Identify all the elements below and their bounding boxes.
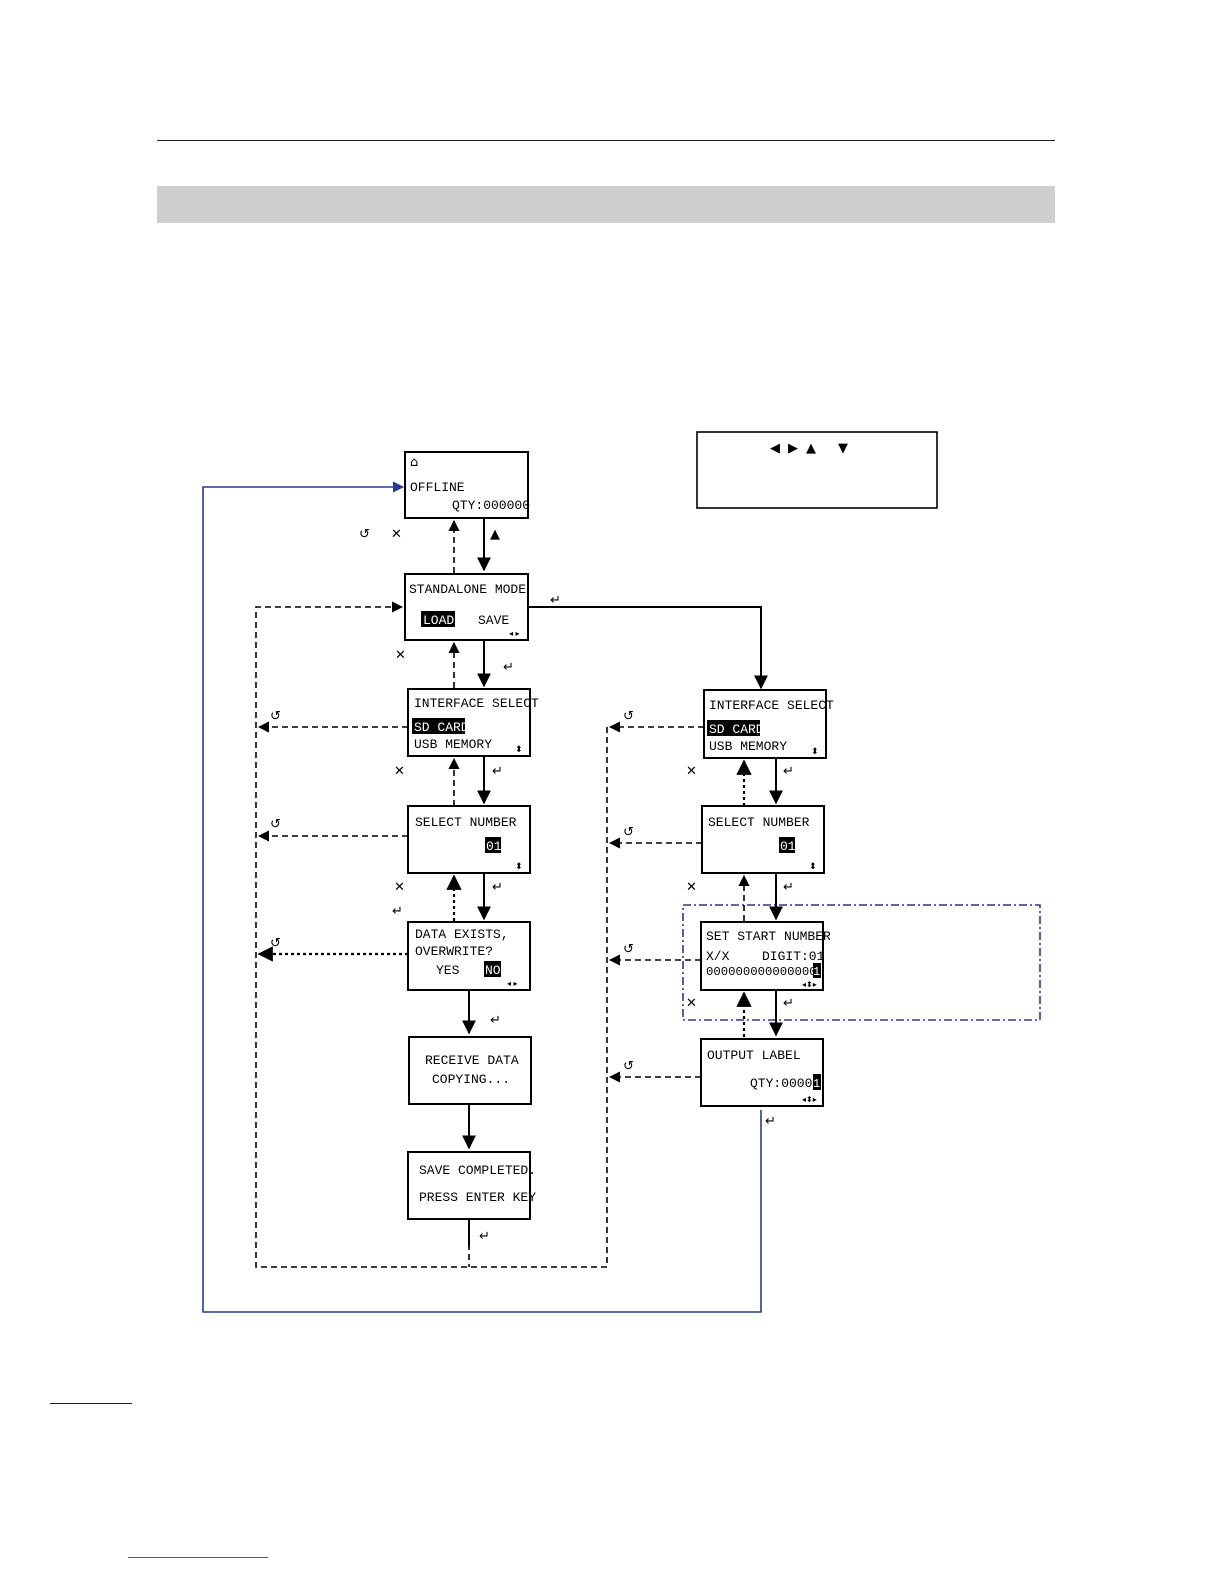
highlight-set-start-number [682,904,1041,1021]
back-key-icon: ↺ [270,936,281,951]
screen-output-label: OUTPUT LABEL QTY:00000 1 ◂⬍▸ [700,1038,824,1107]
screen-select-number-right: SELECT NUMBER 01 ⬍ [701,805,825,874]
down-key-icon: ▼ [838,441,848,456]
standalone-save: SAVE [478,613,509,628]
enter-key-icon: ↵ [479,1229,490,1244]
back-key-icon: ↺ [270,709,281,724]
screen-interface-select-left: INTERFACE SELECT SD CARD USB MEMORY ⬍ [407,688,539,757]
left-updown-right-indicator-icon: ◂⬍▸ [802,980,817,989]
header-rule [157,140,1055,141]
set-start-cursor: 1 [813,965,820,979]
interface-other: USB MEMORY [709,739,787,754]
interface-selected: SD CARD [414,720,469,735]
set-start-digit: DIGIT:01 [762,949,825,964]
screen-data-exists: DATA EXISTS, OVERWRITE? YES NO ◂ ▸ [407,921,531,991]
back-key-icon: ↺ [623,942,634,957]
output-label-qty: QTY:00000 [750,1076,820,1091]
up-down-indicator-icon: ⬍ [515,862,523,872]
select-number-value: 01 [486,839,502,854]
printer-status-icon: ⌂ [410,455,418,470]
interface-title: INTERFACE SELECT [709,698,834,713]
back-to-standalone-loop [255,601,607,1268]
enter-key-icon: ↵ [765,1114,776,1129]
screen-save-completed: SAVE COMPLETED. PRESS ENTER KEY [407,1151,536,1220]
enter-key-icon: ↵ [783,880,794,895]
output-label-title: OUTPUT LABEL [707,1048,801,1063]
save-completed-line2: PRESS ENTER KEY [419,1190,536,1205]
select-number-title: SELECT NUMBER [708,815,810,830]
cancel-key-icon: ✕ [391,527,402,542]
data-exists-line1: DATA EXISTS, [415,927,509,942]
up-key-icon: ▲ [490,527,500,542]
up-down-indicator-icon: ⬍ [809,862,817,872]
enter-key-icon: ↵ [550,593,561,608]
screen-standalone-mode: STANDALONE MODE LOAD SAVE ◂ ▸ [404,573,529,641]
footer-link-underline [128,1557,268,1558]
left-key-icon: ◀ [770,441,780,456]
offline-text: OFFLINE [410,480,465,495]
up-down-indicator-icon: ⬍ [811,747,819,757]
enter-key-icon: ↵ [490,1013,501,1028]
offline-qty: QTY:000000 [452,498,530,513]
data-exists-no: NO [485,963,501,978]
right-key-icon: ▶ [788,441,798,456]
interface-other: USB MEMORY [414,737,492,752]
enter-key-icon: ↵ [783,764,794,779]
enter-key-icon: ↵ [503,660,514,675]
standalone-title: STANDALONE MODE [409,582,526,597]
cancel-key-icon: ✕ [394,764,405,779]
interface-title: INTERFACE SELECT [414,696,539,711]
up-down-indicator-icon: ⬍ [515,745,523,755]
cancel-key-icon: ✕ [395,648,406,663]
enter-key-icon: ↵ [492,764,503,779]
enter-key-icon: ↵ [783,996,794,1011]
standalone-to-interface-right [528,606,768,690]
cancel-key-icon: ✕ [686,996,697,1011]
output-label-cursor: 1 [813,1077,820,1091]
data-exists-yes: YES [436,963,460,978]
interface-selected: SD CARD [709,722,764,737]
set-start-title: SET START NUMBER [706,929,831,944]
screen-set-start-number: SET START NUMBER X/X DIGIT:01 0000000000… [700,921,831,991]
left-right-indicator-icon: ◂ ▸ [509,629,520,638]
up-key-icon: ▲ [806,441,816,456]
screen-receive-data: RECEIVE DATA COPYING... [408,1036,532,1105]
cancel-key-icon: ✕ [394,880,405,895]
enter-key-icon: ↵ [492,880,503,895]
cancel-key-icon: ✕ [686,880,697,895]
back-key-icon: ↺ [270,817,281,832]
footnote-rule [50,1403,132,1404]
left-updown-right-indicator-icon: ◂⬍▸ [802,1095,817,1104]
screen-select-number-left: SELECT NUMBER 01 ⬍ [407,805,531,874]
data-exists-line2: OVERWRITE? [415,944,493,959]
back-key-icon: ↺ [623,1059,634,1074]
set-start-digits: 000000000000000 [706,965,817,979]
select-number-title: SELECT NUMBER [415,815,517,830]
back-key-icon: ↺ [623,825,634,840]
select-number-value: 01 [780,839,796,854]
receive-data-line1: RECEIVE DATA [425,1053,519,1068]
section-title-bar [157,186,1055,223]
save-completed-line1: SAVE COMPLETED. [419,1163,536,1178]
key-legend: ◀ ▶ ▲ ▼ [696,431,938,509]
screen-offline: ⌂ OFFLINE QTY:000000 [404,451,530,519]
set-start-position: X/X [706,949,730,964]
standalone-selected: LOAD [423,613,454,628]
screen-interface-select-right: INTERFACE SELECT SD CARD USB MEMORY ⬍ [703,689,834,759]
cancel-key-icon: ✕ [686,764,697,779]
enter-key-icon: ↵ [392,904,403,919]
receive-data-line2: COPYING... [432,1072,510,1087]
back-key-icon: ↺ [359,527,370,542]
back-key-icon: ↺ [623,709,634,724]
left-right-indicator-icon: ◂ ▸ [507,979,518,988]
return-to-offline-line [202,481,762,1313]
